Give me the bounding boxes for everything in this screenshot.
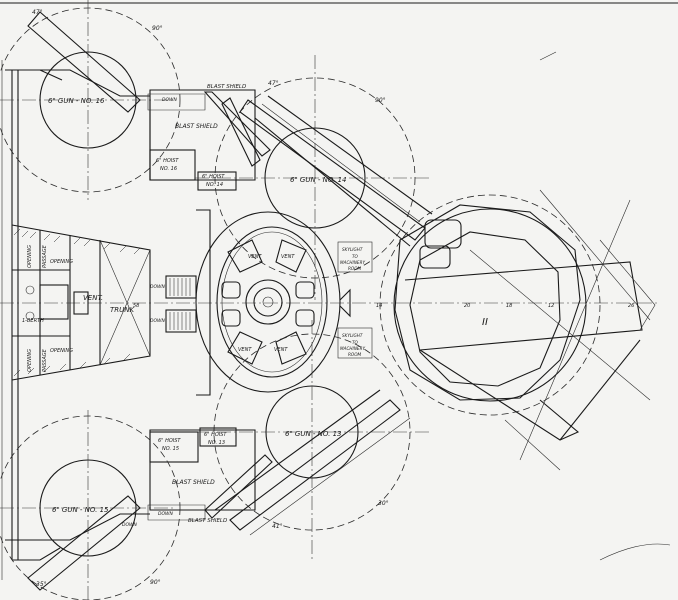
down-label-3: DOWN [150, 318, 165, 324]
gun-13-group [147, 320, 430, 560]
gun-15-label: 6" GUN - NO. 15 [52, 506, 109, 514]
vent-label-1: VENT [248, 254, 262, 260]
down-label-1: DOWN [162, 97, 177, 103]
frame-26: 26 [628, 303, 634, 309]
gun-14-label: 6" GUN - NO. 14 [290, 176, 346, 184]
skylight-upper-label-c: MACHINERY [340, 260, 365, 265]
passage-label-2: PASSAGE [42, 348, 48, 372]
skylight-upper-label-a: SKYLIGHT [342, 247, 363, 252]
skylight-upper [337, 241, 373, 273]
degree-41-bottom: 41° [272, 523, 283, 530]
skylight-upper-label-d: ROOM [348, 266, 362, 271]
opening-label-3: OPENING [27, 245, 33, 268]
frame-58: 58 [133, 303, 139, 309]
hoist-15-label-a: 6" HOIST [158, 438, 181, 444]
degree-90-bottom-left: 90° [150, 579, 161, 586]
frame-12: 12 [548, 303, 554, 309]
vent-label-4: VENT [274, 347, 288, 353]
down-label-4: DOWN [158, 511, 173, 517]
hoist-13-label-b: NO. 13 [208, 440, 225, 446]
down-label-5: DOWN [122, 522, 137, 528]
gun-13-label: 6" GUN - NO. 13 [285, 430, 341, 438]
frame-20: 20 [464, 303, 470, 309]
gun-16-group [0, 0, 271, 200]
degree-47-top: 47° [268, 80, 279, 87]
degree-90-top-left: 90° [152, 25, 163, 32]
degree-35-bottom-left: 35° [36, 581, 47, 588]
skylight-lower-label-c: MACHINERY [340, 346, 365, 351]
opening-label-4: OPENING [27, 349, 33, 372]
hoist-13-label-a: 6" HOIST [204, 432, 227, 438]
berth-label: 1-BERTH [22, 318, 44, 324]
frame-18: 18 [506, 303, 512, 309]
turret-ii-label: II [482, 317, 488, 328]
pencil-mark [539, 51, 557, 61]
hoist-16-label-a: 6" HOIST [156, 158, 179, 164]
opening-label-2: OPENING [50, 348, 73, 354]
skylight-lower [337, 327, 373, 359]
vent-label-2: VENT [281, 254, 295, 260]
skylight-lower-label-d: ROOM [348, 352, 362, 357]
hoist-16-label-b: NO. 16 [160, 166, 177, 172]
vent-label-3: VENT [238, 347, 252, 353]
gun-16-label: 6" GUN - NO. 16 [48, 97, 105, 105]
degree-90-top: 90° [375, 97, 386, 104]
hoist-15-label-b: NO. 15 [162, 446, 179, 452]
gun-14-group [195, 55, 433, 300]
vent-trunk-area [11, 224, 151, 381]
blast-shield-label-1: BLAST SHIELD [175, 123, 218, 130]
hoist-14-label-a: 6" HOIST [202, 174, 225, 180]
degree-47-top-left: 47° [32, 9, 43, 16]
skylight-lower-label-b: TO [352, 340, 359, 345]
frame-14: 14 [376, 303, 382, 309]
vent-trunk-label-b: TRUNK [110, 306, 135, 314]
down-label-2: DOWN [150, 284, 165, 290]
hoist-14-label-b: NO. 14 [206, 182, 223, 188]
skylight-upper-label-b: TO [352, 254, 359, 259]
blast-shield-label-lower-upper: BLAST SHIELD [172, 479, 215, 486]
vent-trunk-label-a: VENT. [83, 294, 103, 302]
passage-label-1: PASSAGE [42, 244, 48, 268]
central-structure [165, 209, 351, 396]
degree-30-bottom: 30° [378, 500, 389, 507]
skylight-lower-label-a: SKYLIGHT [342, 333, 363, 338]
gun-15-group [0, 410, 181, 600]
opening-label-1: OPENING [50, 259, 73, 265]
blast-shield-label-bottom: BLAST SHIELD [188, 518, 227, 524]
pencil-mark-2 [599, 543, 671, 561]
blast-shield-label-top: BLAST SHIELD [207, 84, 246, 90]
turret-ii-group [379, 189, 656, 471]
